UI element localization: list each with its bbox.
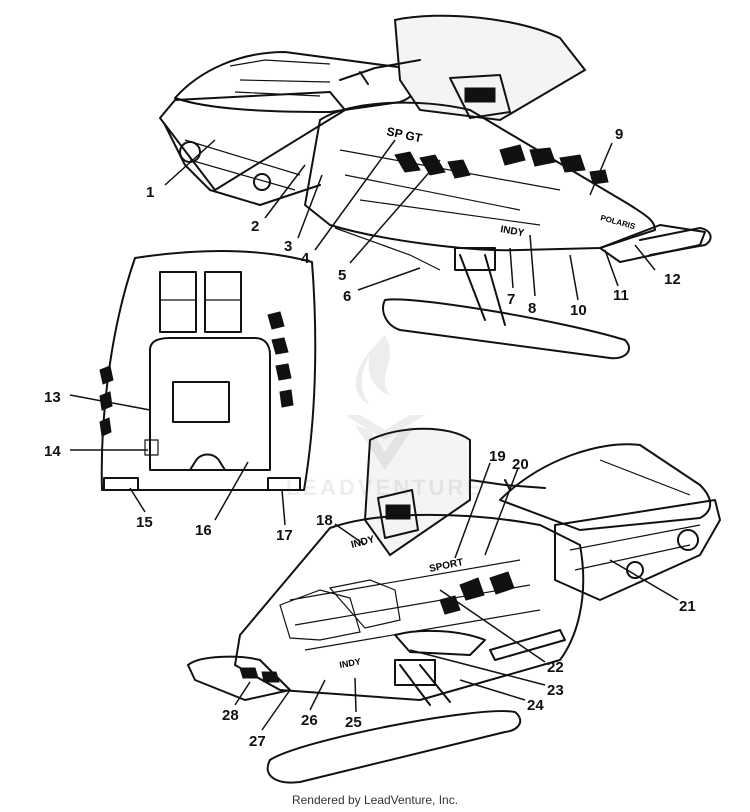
callout-1: 1 (146, 184, 154, 201)
callout-4: 4 (301, 250, 310, 267)
callout-10: 10 (570, 302, 587, 319)
flame-icon (355, 335, 390, 405)
callout-8: 8 (528, 300, 536, 317)
leadventure-watermark-logo: LEADVENTURE (286, 335, 484, 500)
callout-16: 16 (195, 522, 212, 539)
callout-28: 28 (222, 707, 239, 724)
callout-26: 26 (301, 712, 318, 729)
callout-5: 5 (338, 267, 346, 284)
callout-2: 2 (251, 218, 259, 235)
callout-22: 22 (547, 659, 564, 676)
callout-27: 27 (249, 733, 266, 750)
decal-indy-lower: INDY (339, 656, 362, 670)
callout-numbers: 1 2 3 4 5 6 7 8 9 10 11 12 13 14 15 16 1… (44, 126, 696, 750)
top-snowmobile: SP GT POLARIS INDY (159, 14, 712, 360)
callout-25: 25 (345, 714, 362, 731)
hood-top-view (99, 249, 317, 491)
callout-23: 23 (547, 682, 564, 699)
leader-lines (69, 139, 679, 731)
callout-19: 19 (489, 448, 506, 465)
callout-17: 17 (276, 527, 293, 544)
callout-9: 9 (615, 126, 623, 143)
v-mark-icon (345, 415, 425, 470)
callout-15: 15 (136, 514, 153, 531)
callout-6: 6 (343, 288, 351, 305)
callout-14: 14 (44, 443, 61, 460)
callout-12: 12 (664, 271, 681, 288)
callout-24: 24 (527, 697, 544, 714)
callout-3: 3 (284, 238, 292, 255)
bottom-snowmobile: INDY SPORT INDY (187, 427, 721, 784)
callout-13: 13 (44, 389, 61, 406)
decal-sp-gt: SP GT (385, 124, 424, 145)
callout-21: 21 (679, 598, 696, 615)
callout-20: 20 (512, 456, 529, 473)
decal-indy-front: INDY (499, 224, 525, 239)
footer-credit: Rendered by LeadVenture, Inc. (291, 793, 459, 807)
callout-11: 11 (613, 287, 629, 304)
callout-7: 7 (507, 291, 515, 308)
watermark-text: LEADVENTURE (286, 475, 484, 500)
decal-brand: POLARIS (599, 213, 636, 231)
callout-18: 18 (316, 512, 333, 529)
